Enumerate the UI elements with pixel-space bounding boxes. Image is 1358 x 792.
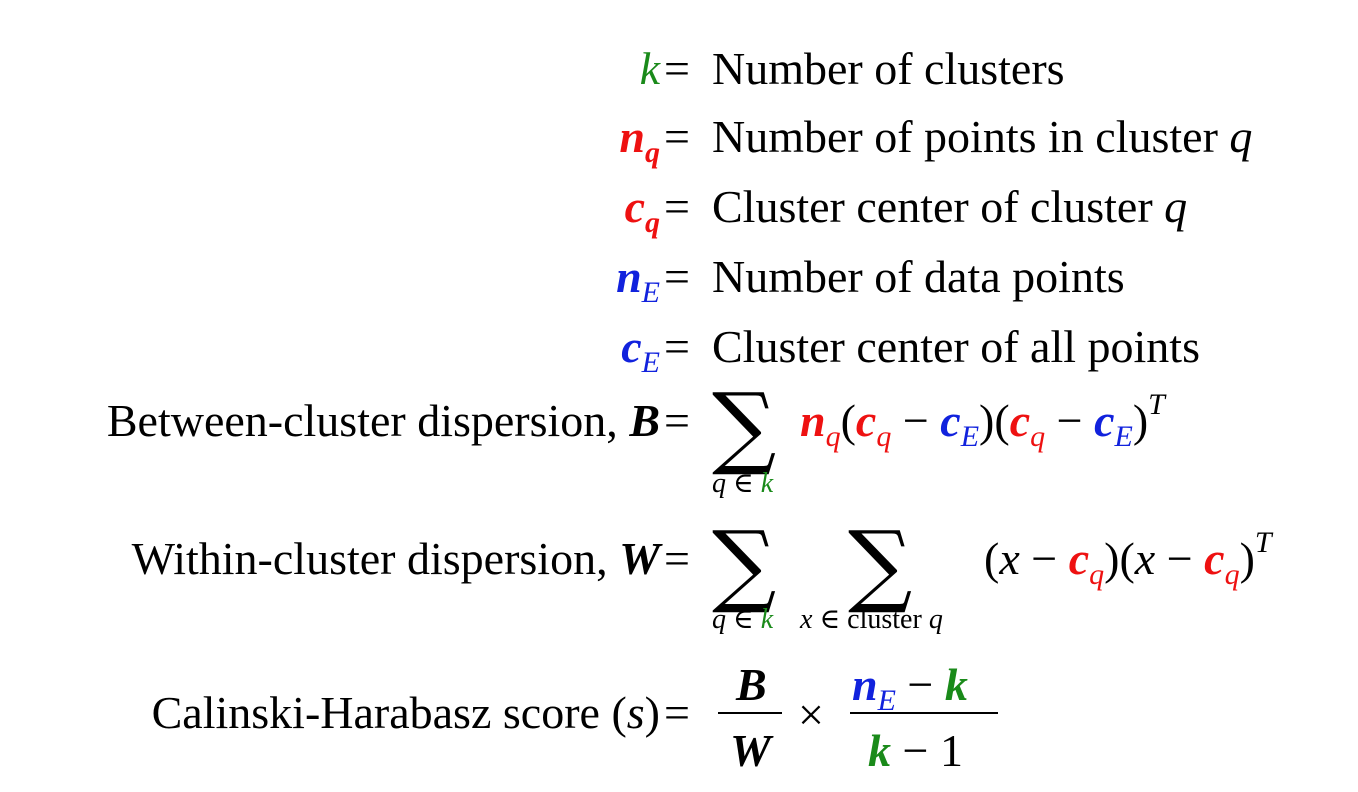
symbol-c: c (621, 321, 642, 372)
subscript-q: q (645, 136, 660, 169)
fraction1-bar (718, 712, 782, 714)
outer-sum-index: q ∈ k (712, 604, 774, 635)
subscript-E: E (641, 346, 660, 379)
symbol-n: n (619, 111, 645, 162)
definition-text: Number of data points (712, 251, 1125, 302)
transpose-T: T (1148, 388, 1165, 421)
inner-sum-index: x ∈ cluster q (800, 604, 943, 635)
subscript-q: q (645, 206, 660, 239)
within-label: Within-cluster dispersion, (131, 533, 620, 584)
fraction2-numerator: nE − k (852, 659, 968, 717)
fraction2-denominator: k − 1 (868, 725, 963, 776)
symbol-c: c (624, 181, 645, 232)
between-label: Between-cluster dispersion, (106, 395, 630, 446)
equals-sign: = (664, 533, 690, 584)
summation-sign: ∑ (712, 374, 777, 479)
summation-sign-outer: ∑ (712, 512, 777, 617)
sum-index: q ∈ k (712, 468, 774, 499)
fraction1-numerator: B (736, 659, 767, 710)
equals-sign: = (664, 111, 690, 162)
within-term: (x − cq)(x − cq)T (984, 526, 1272, 591)
equals-sign: = (664, 43, 690, 94)
symbol-n: n (616, 251, 642, 302)
between-term: nq(cq − cE)(cq − cE)T (800, 388, 1165, 453)
transpose-T: T (1254, 526, 1272, 559)
summation-sign-inner: ∑ (848, 512, 913, 617)
definition-text: Cluster center of cluster (712, 181, 1165, 232)
var-B: B (629, 395, 660, 446)
var-W: W (619, 533, 660, 584)
equals-sign: = (664, 321, 690, 372)
var-q: q (1229, 111, 1253, 162)
fraction1-denominator: W (730, 725, 771, 776)
equals-sign: = (664, 687, 690, 738)
times-sign: × (798, 689, 824, 740)
equals-sign: = (664, 181, 690, 232)
definition-text: Number of points in cluster (712, 111, 1230, 162)
equals-sign: = (664, 395, 690, 446)
definition-text: Cluster center of all points (712, 321, 1200, 372)
score-label: Calinski-Harabasz score (151, 687, 612, 738)
var-s: s (626, 687, 645, 738)
subscript-E: E (641, 276, 660, 309)
definition-text: Number of clusters (712, 43, 1065, 94)
symbol-k: k (639, 43, 660, 94)
fraction2-bar (850, 712, 998, 714)
equals-sign: = (664, 251, 690, 302)
var-q: q (1164, 181, 1188, 232)
